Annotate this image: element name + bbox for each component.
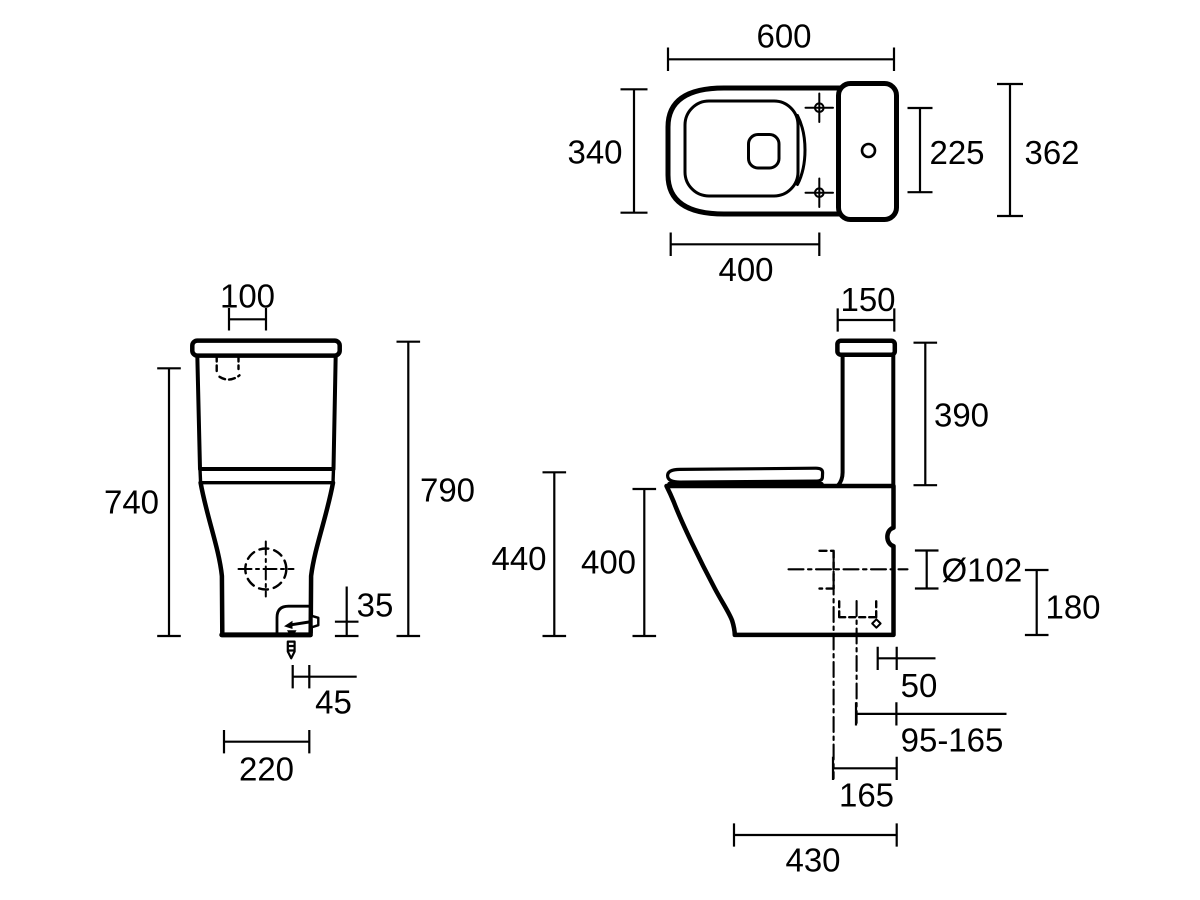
- dim-label-overall-height: 790: [420, 472, 475, 509]
- side-view-pan-body: [664, 483, 896, 638]
- dim-label-outlet-diameter: Ø102: [942, 552, 1023, 589]
- dim-label-seat-fixing-centres: 225: [929, 134, 984, 171]
- front-view-inlet-dashed: [215, 354, 241, 381]
- dim-label-base-width: 220: [239, 751, 294, 788]
- top-view-fixing-hole-top: [814, 102, 825, 113]
- side-view: 150 390 440 400 Ø102 180 50 95-165 165 4…: [491, 281, 1100, 879]
- top-view-fixing-hole-bottom: [814, 187, 825, 198]
- side-view-fixing-diamond: [871, 618, 882, 629]
- side-view-outlet-socket-dashed: [838, 600, 878, 619]
- dim-label-overall-width: 362: [1024, 134, 1079, 171]
- front-view-wall-plug-icon: [286, 640, 296, 660]
- dim-label-overall-length: 600: [756, 18, 811, 55]
- top-view-seat-crescent: [796, 114, 807, 186]
- top-view-flush-hole: [747, 133, 781, 170]
- top-view-fixing-crosshair-lines: [804, 92, 834, 208]
- side-view-cistern-lid: [835, 338, 898, 357]
- dim-label-bowl-length: 400: [718, 251, 773, 288]
- side-view-cistern-body: [835, 351, 896, 488]
- front-view-pedestal-outline: [198, 480, 336, 636]
- dim-label-cistern-height: 390: [934, 397, 989, 434]
- side-view-seat-lid: [666, 466, 825, 484]
- front-view-fixing-boss: [275, 604, 312, 635]
- front-view-dimension-lines: [157, 308, 421, 754]
- front-view-cistern-body: [195, 353, 338, 471]
- dim-label-outlet-centre-height: 180: [1045, 589, 1100, 626]
- front-view-screw-head: [310, 614, 320, 629]
- front-view-fixing-hole-mark: [287, 630, 297, 635]
- top-view-button-hole: [860, 142, 877, 159]
- front-view-drain-crosshair: [237, 540, 295, 598]
- dim-label-base-depth: 430: [785, 842, 840, 879]
- front-view-screw-tip: [284, 620, 293, 629]
- dim-label-seat-height: 440: [491, 540, 546, 577]
- dim-label-fixing-offset: 45: [315, 684, 352, 721]
- dim-label-supply-adjustment: 95-165: [901, 722, 1004, 759]
- dim-label-height-to-seat: 740: [104, 484, 159, 521]
- top-view-seat-outline: [683, 99, 800, 198]
- top-view: 600 340 225 362 400: [567, 18, 1079, 289]
- dim-label-pan-height: 400: [581, 544, 636, 581]
- front-view: 100 740 790 35 45 220: [104, 278, 475, 788]
- dim-label-outlet-to-wall: 50: [901, 667, 938, 704]
- front-view-screw-shaft: [289, 620, 313, 627]
- top-view-dimension-lines: [620, 47, 1023, 256]
- dim-label-bowl-width: 340: [567, 134, 622, 171]
- dim-label-cistern-depth: 150: [840, 281, 895, 318]
- front-view-seat-band: [198, 467, 336, 485]
- front-view-cistern-lid: [190, 338, 342, 358]
- side-view-dimension-lines: [542, 308, 1049, 847]
- dim-label-lid-width: 100: [220, 278, 275, 315]
- dim-label-fixing-height: 35: [357, 587, 394, 624]
- dim-label-outlet-centre-setback: 165: [839, 777, 894, 814]
